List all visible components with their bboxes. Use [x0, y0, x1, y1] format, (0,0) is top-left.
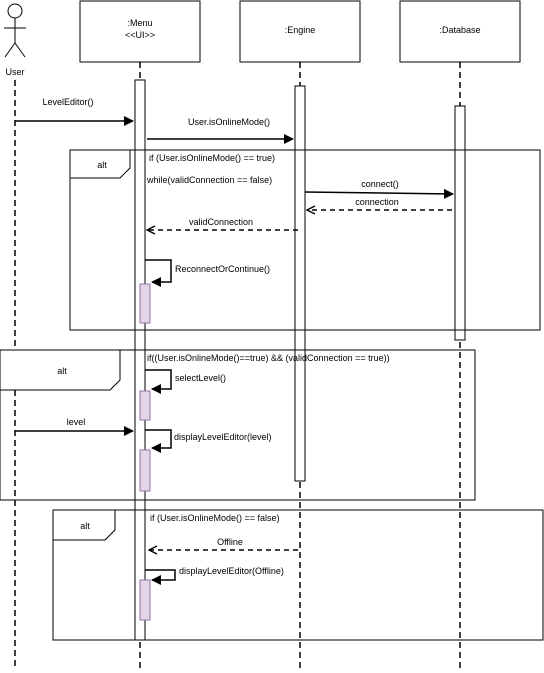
- alt-fragment-1-loop-text: while(validConnection == false): [146, 175, 272, 185]
- alt-fragment-2-operator: alt: [57, 366, 67, 376]
- self-activation-display-level-editor: [139, 449, 151, 492]
- self-activation-display-offline: [139, 579, 151, 621]
- engine-activation-bar: [294, 85, 306, 482]
- self-activation-reconnect: [139, 283, 151, 324]
- message-connect-label: connect(): [361, 179, 399, 189]
- message-is-online-mode-label: User.isOnlineMode(): [188, 117, 270, 127]
- message-offline-label: Offline: [217, 537, 243, 547]
- alt-fragment-3: alt if (User.isOnlineMode() == false): [52, 509, 544, 641]
- message-valid-connection-return: validConnection: [147, 217, 298, 230]
- database-lifeline-head: :Database: [399, 0, 521, 63]
- engine-lifeline-name: :Engine: [285, 25, 316, 35]
- message-connection-return: connection: [307, 197, 452, 210]
- menu-lifeline-stereotype: <<UI>>: [125, 30, 155, 40]
- self-activation-select-level: [139, 390, 151, 421]
- message-level: level: [15, 417, 134, 436]
- message-select-level: selectLevel(): [139, 369, 226, 421]
- menu-lifeline-name: :Menu: [127, 18, 152, 28]
- message-connect: connect(): [304, 179, 454, 199]
- alt-fragment-3-guard: if (User.isOnlineMode() == false): [150, 513, 280, 523]
- message-is-online-mode: User.isOnlineMode(): [147, 117, 294, 144]
- alt-fragment-1-operator: alt: [97, 160, 107, 170]
- alt-fragment-1: alt if (User.isOnlineMode() == true) whi…: [69, 149, 541, 331]
- menu-lifeline-head: :Menu <<UI>>: [79, 0, 201, 63]
- message-display-level-editor: displayLevelEditor(level): [139, 429, 272, 492]
- message-level-label: level: [67, 417, 86, 427]
- message-select-level-label: selectLevel(): [175, 373, 226, 383]
- database-lifeline-name: :Database: [439, 25, 480, 35]
- message-display-level-editor-offline: displayLevelEditor(Offline): [139, 566, 284, 621]
- message-level-editor: LevelEditor(): [15, 97, 134, 126]
- message-reconnect-or-continue: ReconnectOrContinue(): [139, 259, 270, 324]
- engine-lifeline-head: :Engine: [239, 0, 361, 63]
- message-connection-label: connection: [355, 197, 399, 207]
- alt-fragment-2-guard: if((User.isOnlineMode()==true) && (valid…: [147, 353, 390, 363]
- message-reconnect-or-continue-label: ReconnectOrContinue(): [175, 264, 270, 274]
- alt-fragment-2: alt if((User.isOnlineMode()==true) && (v…: [0, 349, 476, 501]
- message-offline-return: Offline: [149, 537, 298, 550]
- user-actor: User: [4, 3, 26, 77]
- user-actor-label: User: [5, 67, 24, 77]
- message-valid-connection-label: validConnection: [189, 217, 253, 227]
- alt-fragment-1-guard: if (User.isOnlineMode() == true): [149, 153, 275, 163]
- alt-fragment-3-operator: alt: [80, 521, 90, 531]
- message-level-editor-label: LevelEditor(): [42, 97, 93, 107]
- message-display-level-editor-offline-label: displayLevelEditor(Offline): [179, 566, 284, 576]
- menu-activation-bar: [134, 79, 146, 641]
- database-activation-bar: [454, 105, 466, 341]
- message-display-level-editor-label: displayLevelEditor(level): [174, 432, 272, 442]
